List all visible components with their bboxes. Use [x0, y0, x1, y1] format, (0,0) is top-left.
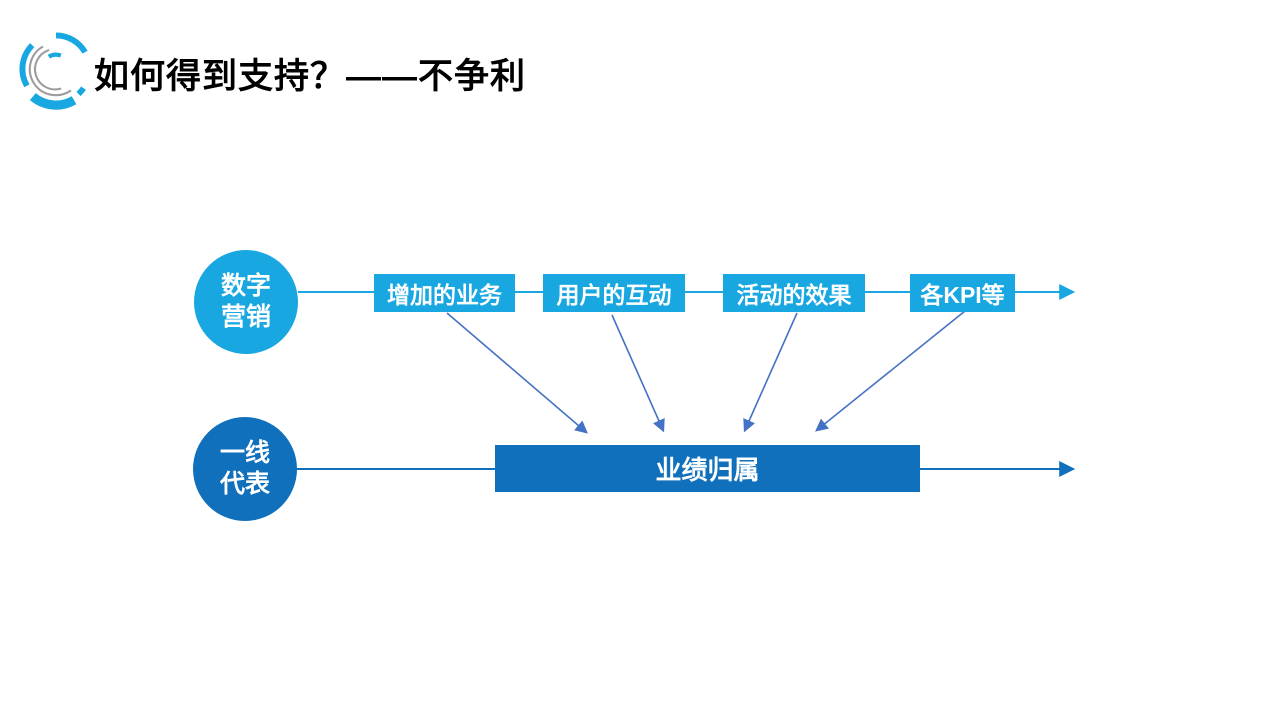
metric-box-user-interaction: 用户的互动: [543, 274, 685, 312]
logo-icon: [19, 32, 88, 110]
metric-box-kpi: 各KPI等: [910, 274, 1015, 312]
metric-box-label: 增加的业务: [387, 282, 502, 308]
circle-digital-marketing-label-line1: 数字: [220, 272, 271, 300]
circle-frontline-rep-label-line1: 一线: [219, 439, 270, 467]
page-title: 如何得到支持？——不争利: [94, 57, 527, 96]
metric-box-label: 用户的互动: [556, 282, 672, 308]
metric-box-label: 各KPI等: [920, 282, 1005, 308]
arrow-activity-effect-to-attribution: [743, 312, 798, 433]
metric-box-label: 活动的效果: [736, 282, 852, 308]
arrow-user-interaction-to-attribution: [611, 314, 665, 433]
circle-digital-marketing: 数字 营销: [194, 250, 298, 354]
metric-box-added-business: 增加的业务: [374, 274, 515, 312]
arrow-added-business-to-attribution: [446, 312, 588, 434]
performance-attribution-box: 业绩归属: [495, 445, 920, 492]
circle-frontline-rep-label-line2: 代表: [219, 470, 270, 498]
arrow-kpi-to-attribution: [815, 310, 966, 432]
circle-frontline-rep: 一线 代表: [193, 417, 297, 521]
metric-box-activity-effect: 活动的效果: [723, 274, 865, 312]
circle-digital-marketing-label-line2: 营销: [220, 303, 271, 331]
performance-attribution-label: 业绩归属: [655, 455, 760, 485]
